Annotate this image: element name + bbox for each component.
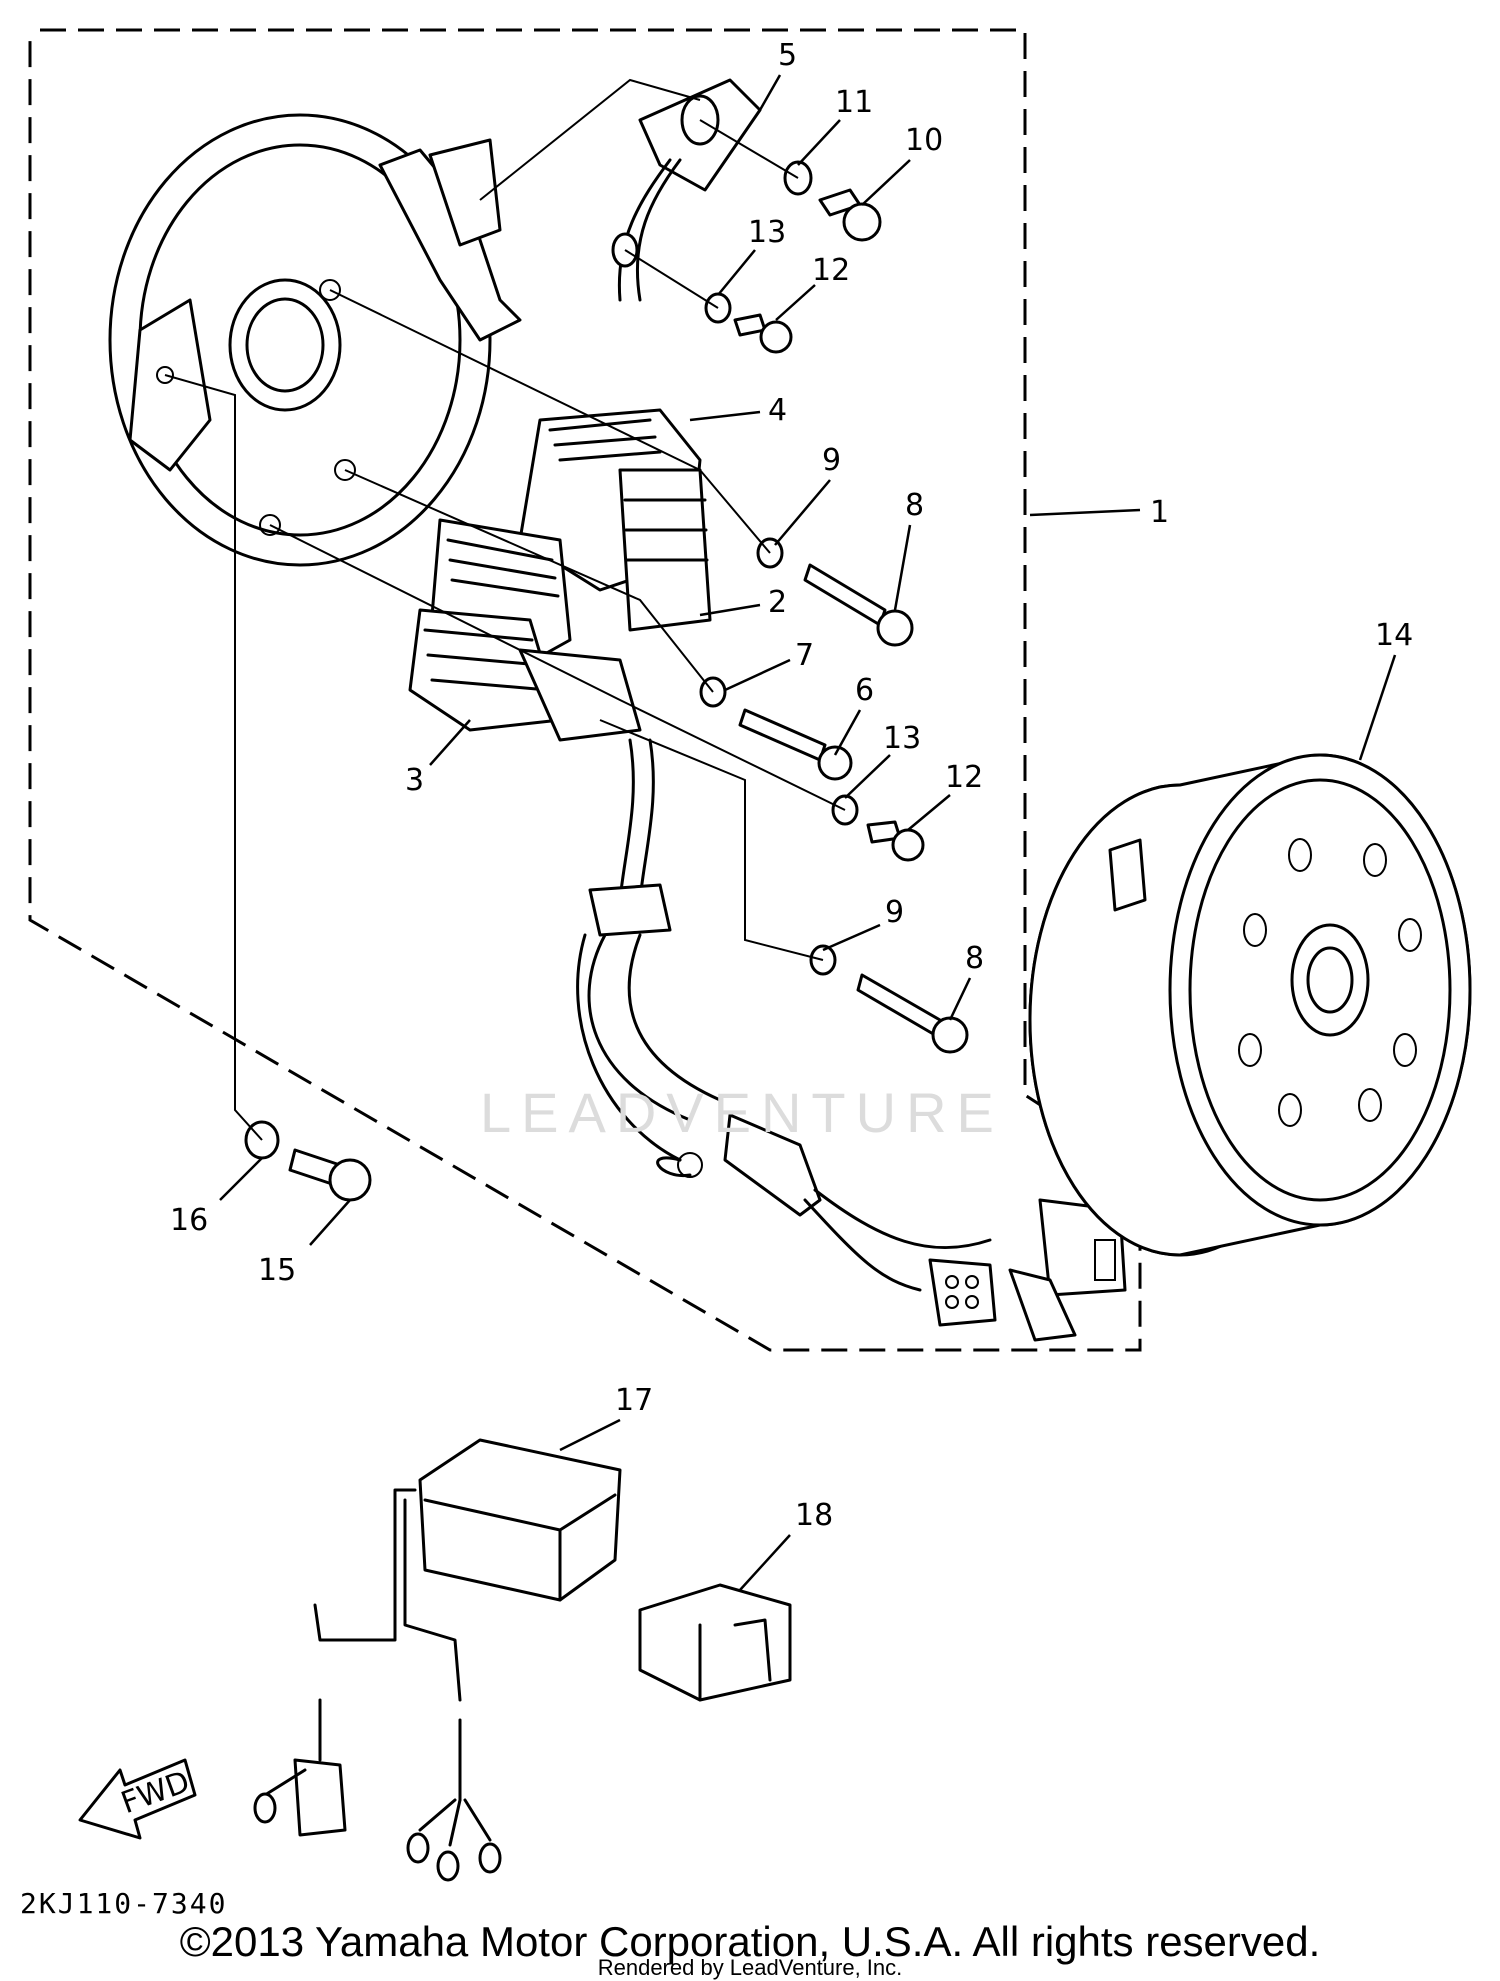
stator-coils bbox=[408, 408, 712, 742]
callout-4: 4 bbox=[768, 393, 787, 428]
callout-10: 10 bbox=[905, 123, 943, 158]
callout-14: 14 bbox=[1375, 618, 1413, 653]
copyright-notice: ©2013 Yamaha Motor Corporation, U.S.A. A… bbox=[179, 1918, 1321, 1965]
callout-13a: 13 bbox=[748, 215, 786, 250]
callout-9a: 9 bbox=[822, 443, 841, 478]
bolt-6 bbox=[738, 708, 827, 762]
bolt-8a bbox=[803, 563, 887, 627]
callout-18: 18 bbox=[795, 1498, 833, 1533]
rubber-cover bbox=[638, 1583, 792, 1702]
callout-12b: 12 bbox=[945, 760, 983, 795]
callout-7: 7 bbox=[795, 638, 814, 673]
watermark: LEADVENTURE bbox=[480, 1081, 1004, 1144]
pickup-coil bbox=[611, 78, 762, 302]
fwd-arrow-icon: FWD bbox=[78, 1758, 197, 1840]
callout-6: 6 bbox=[855, 673, 874, 708]
leader-lines bbox=[219, 74, 1397, 1591]
assembly-boundary bbox=[28, 28, 1142, 1352]
callout-11: 11 bbox=[835, 85, 873, 120]
flywheel-rotor bbox=[1028, 753, 1472, 1257]
rendered-by-notice: Rendered by LeadVenture, Inc. bbox=[597, 1955, 903, 1980]
callout-16: 16 bbox=[170, 1203, 208, 1238]
callout-17: 17 bbox=[615, 1383, 653, 1418]
callout-3: 3 bbox=[405, 763, 424, 798]
callout-9b: 9 bbox=[885, 895, 904, 930]
guide-lines bbox=[164, 78, 846, 1141]
callouts: 1 2 3 4 5 6 7 8 8 9 9 10 11 12 12 13 13 … bbox=[170, 38, 1413, 1533]
callout-2: 2 bbox=[768, 585, 787, 620]
callout-1: 1 bbox=[1150, 495, 1169, 530]
drawing-code: 2KJ110-7340 bbox=[20, 1887, 228, 1920]
callout-13b: 13 bbox=[883, 721, 921, 756]
callout-12a: 12 bbox=[812, 253, 850, 288]
base-plate bbox=[108, 113, 522, 567]
callout-15: 15 bbox=[258, 1253, 296, 1288]
callout-8a: 8 bbox=[905, 488, 924, 523]
cdi-unit bbox=[253, 1438, 622, 1882]
callout-5: 5 bbox=[778, 38, 797, 73]
callout-8b: 8 bbox=[965, 941, 984, 976]
bolt-8b bbox=[856, 973, 942, 1037]
